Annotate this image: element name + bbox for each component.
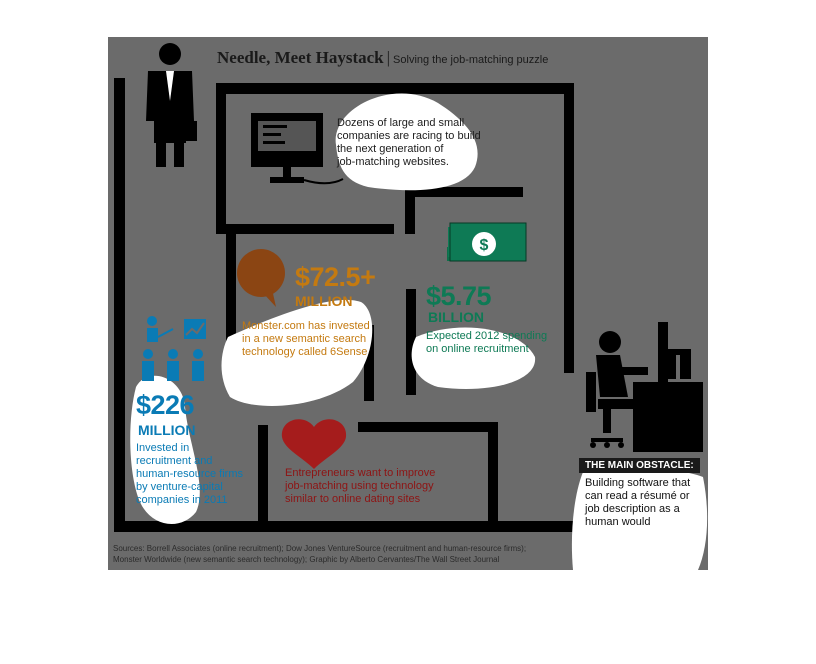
companies-line: job-matching websites. [337,156,449,168]
monster-line: technology called 6Sense [242,346,368,358]
obstacle-text: Building software that can read a résumé… [585,477,690,529]
entrepreneurs-line: similar to online dating sites [285,493,421,505]
entrepreneurs-line: job-matching using technology [285,480,434,492]
maze-walls [114,78,582,532]
recruit-unit: BILLION [428,309,484,325]
vc-line: Invested in [136,442,190,454]
companies-text: Dozens of large and small companies are … [337,117,481,169]
infographic-panel: $ [108,37,708,570]
vc-line: recruitment and [136,455,213,467]
heart-icon [281,419,347,469]
sources-line: Monster Worldwide (new semantic search t… [113,555,500,564]
companies-line: companies are racing to build [337,130,481,142]
people-chart-icon [142,316,206,381]
monster-line: Monster.com has invested [242,320,370,332]
title: Needle, Meet Haystack [217,48,384,67]
vc-unit: MILLION [138,422,196,438]
obstacle-line: can read a résumé or [585,490,690,502]
monster-line: in a new semantic search [242,333,367,345]
subtitle: Solving the job-matching puzzle [393,54,549,66]
white-smudges [130,93,708,570]
companies-line: Dozens of large and small [337,117,465,129]
obstacle-line: human would [585,516,651,528]
svg-text:$: $ [480,237,489,254]
money-stack-icon: $ [447,222,527,262]
vc-text: Invested in recruitment and human-resour… [136,442,243,507]
sources-line: Sources: Borrell Associates (online recr… [113,544,527,553]
headline: Needle, Meet Haystack|Solving the job-ma… [217,48,548,68]
speech-bubble-icon [237,249,285,307]
computer-monitor-icon [251,113,344,185]
monster-amount: $72.5+ [295,262,376,292]
monster-text: Monster.com has invested in a new semant… [242,320,370,359]
vc-line: by venture-capital [136,481,223,493]
obstacle-line: job description as a [585,503,680,515]
vc-amount: $226 [136,390,195,420]
entrepreneurs-text: Entrepreneurs want to improve job-matchi… [285,467,435,506]
sources-note: Sources: Borrell Associates (online recr… [113,543,583,565]
vc-line: human-resource firms [136,468,243,480]
entrepreneurs-line: Entrepreneurs want to improve [285,467,436,479]
recruit-line: Expected 2012 spending [426,330,548,342]
recruit-line: on online recruitment [426,343,529,355]
recruit-amount: $5.75 [426,281,492,311]
obstacle-line: Building software that [585,477,691,489]
monster-unit: MILLION [295,293,353,309]
desk-worker-icon [586,322,703,452]
main-obstacle-label: THE MAIN OBSTACLE: [579,458,700,473]
vc-line: companies in 2011 [136,494,228,506]
companies-line: the next generation of [337,143,444,155]
maze-graphic: $ [114,43,708,570]
title-separator: | [386,48,391,67]
businessman-icon [146,43,197,167]
recruit-text: Expected 2012 spending on online recruit… [426,330,547,356]
